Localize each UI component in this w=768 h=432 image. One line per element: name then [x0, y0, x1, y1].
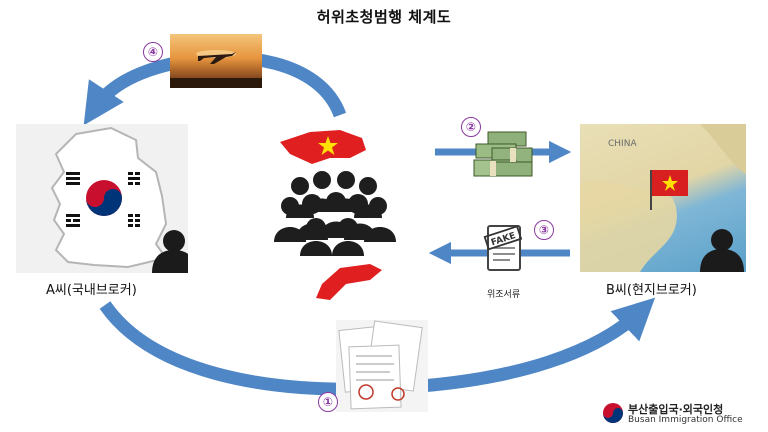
vietnam-map-panel: CHINA — [580, 124, 746, 272]
vietnam-people-group — [274, 130, 396, 300]
fake-document-icon: FAKE — [483, 225, 523, 271]
airplane-icon — [170, 50, 262, 88]
money-stack-icon — [473, 131, 533, 177]
step-circle-2: ② — [461, 117, 481, 137]
vietnam-star-icon — [318, 136, 338, 155]
korea-broker-silhouette-icon — [152, 230, 188, 273]
immigration-logo-icon — [603, 403, 623, 423]
documents-stack-icon — [338, 320, 423, 410]
crowd-icon — [274, 171, 396, 256]
vietnam-map-icon: CHINA — [580, 124, 746, 272]
fake-docs-label: 위조서류 — [487, 290, 521, 300]
step-circle-4: ④ — [143, 42, 163, 62]
vietnam-broker-label: B씨(현지브로커) — [606, 283, 697, 298]
korea-map-icon — [50, 126, 188, 273]
map-china-text: CHINA — [608, 139, 637, 149]
logo-english-text: Busan Immigration Office — [628, 415, 743, 425]
vietnam-south-map — [316, 264, 382, 300]
vietnam-north-map — [280, 130, 366, 164]
korea-broker-label: A씨(국내브로커) — [46, 283, 137, 298]
logo-korean-text: 부산출입국·외국인청 — [628, 403, 724, 416]
step-circle-1: ① — [318, 392, 338, 412]
diagram-title: 허위초청범행 체계도 — [316, 8, 452, 26]
step-circle-3: ③ — [534, 220, 554, 240]
korea-map-panel — [16, 124, 188, 273]
vietnam-broker-silhouette-icon — [700, 229, 744, 272]
airplane-photo — [170, 34, 262, 88]
documents-photo — [336, 320, 428, 412]
